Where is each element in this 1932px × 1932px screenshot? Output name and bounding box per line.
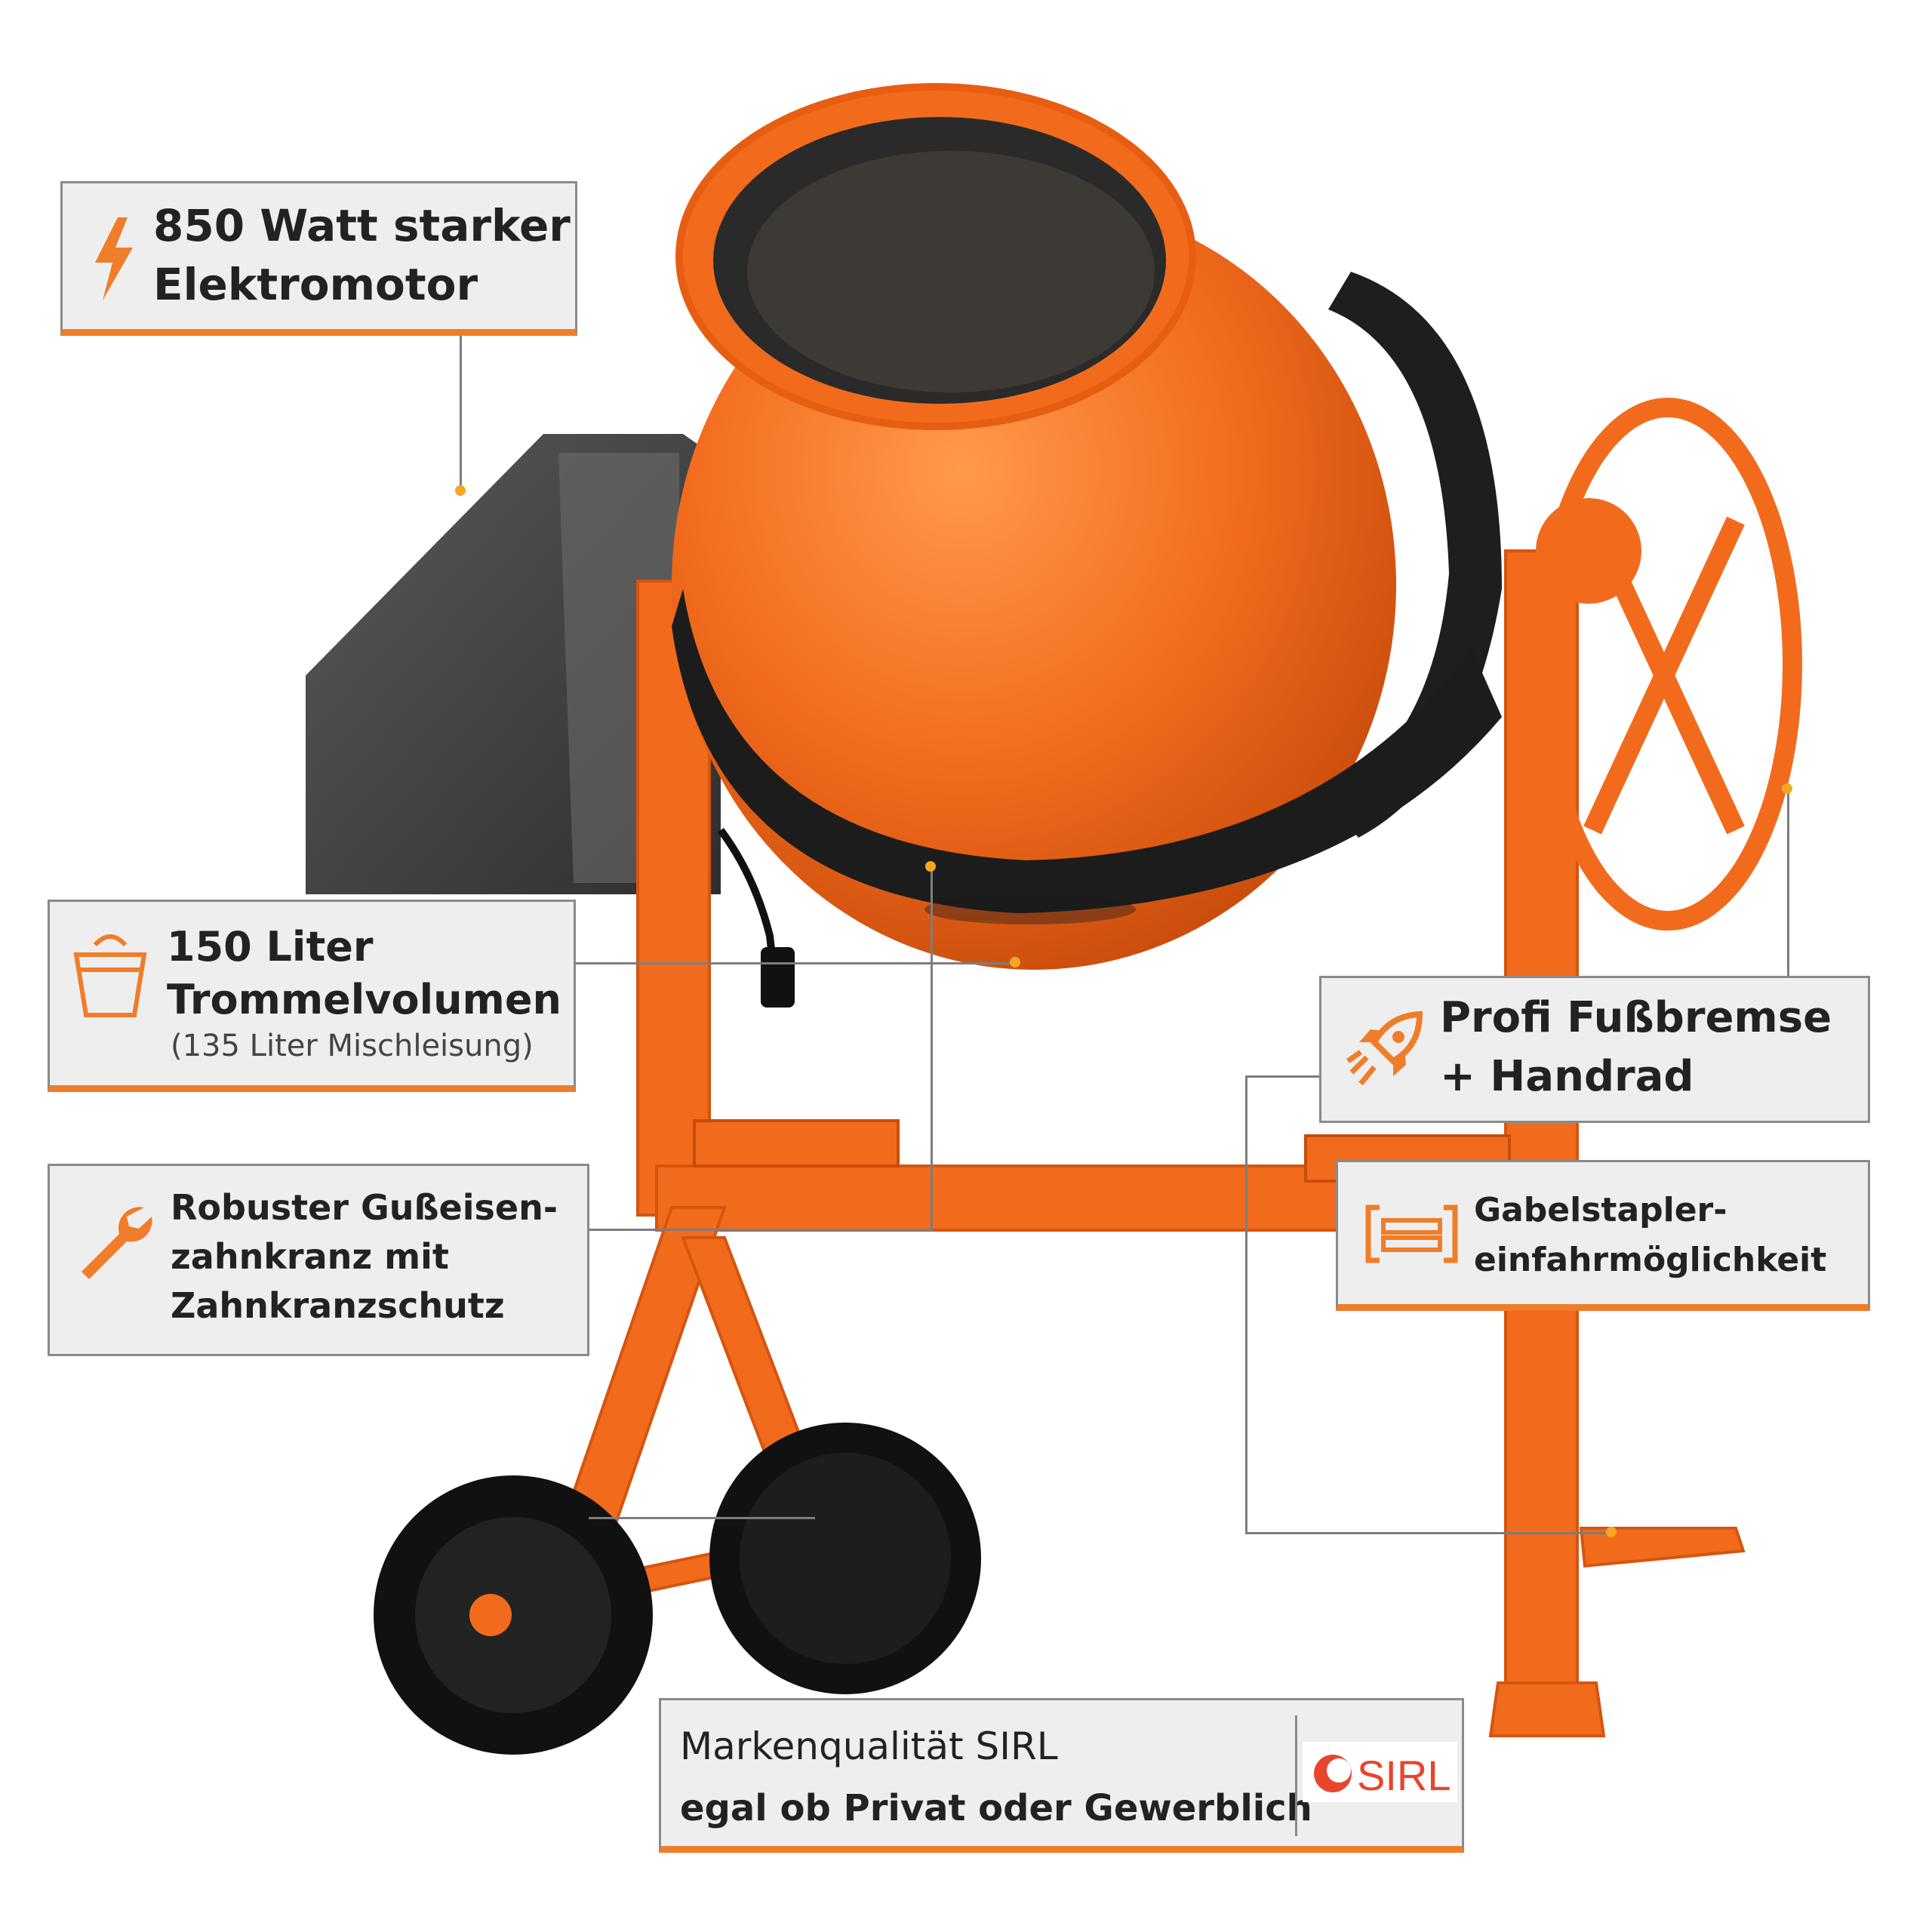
brake-line1: Profi Fußbremse [1440,993,1832,1042]
rocket-icon [1346,1011,1423,1086]
leader-brake-dot [1606,1527,1617,1537]
wheels [374,1423,981,1755]
leader-wheel [589,1517,815,1519]
wheel-hub [1536,498,1641,604]
drum-line3: (135 Liter Mischleisung) [171,1029,534,1063]
callout-gear: Robuster Gußeisen- zahnkranz mit Zahnkra… [48,1164,589,1356]
bucket-icon [73,934,147,1017]
motor-line2: Elektromotor [153,259,478,310]
callout-drum: 150 Liter Trommelvolumen (135 Liter Misc… [48,900,576,1092]
leader-drum-dot [1010,957,1020,968]
forklift-line1: Gabelstapler- [1474,1191,1727,1229]
leader-motor [460,336,462,491]
leader-brake-h [1245,1075,1321,1078]
forklift-line2: einfahrmöglichkeit [1474,1241,1827,1279]
wrench-icon [82,1207,152,1279]
leader-wheel-right-dot [1782,783,1792,794]
sirl-logo-text: SIRL [1357,1752,1451,1799]
plug [761,947,795,1008]
leader-gear-dot [925,861,936,872]
brand-line1: Markenqualität SIRL [680,1724,1058,1768]
gear-line3: Zahnkranzschutz [171,1285,505,1326]
brand-line2: egal ob Privat oder Gewerblich [680,1787,1312,1829]
forklift-pocket-icon [1365,1204,1458,1263]
gear-line1: Robuster Gußeisen- [171,1187,558,1228]
drum-line2: Trommelvolumen [167,976,561,1023]
mixer-drum [672,83,1502,970]
power-cord [717,828,781,1004]
drum-line1: 150 Liter [167,923,374,971]
sirl-logo: SIRL [1303,1742,1457,1802]
leader-wheel-right [1787,789,1789,981]
leader-brake-v [1245,1075,1247,1534]
lightning-bolt-icon [95,217,133,300]
leader-drum [574,962,1015,964]
leader-gear-v [931,866,933,1231]
brake-line2: + Handrad [1440,1052,1694,1101]
sirl-logo-icon [1314,1755,1352,1792]
gear-line2: zahnkranz mit [171,1236,449,1277]
leader-motor-dot [455,485,466,496]
leader-brake-bottom [1245,1532,1615,1534]
leader-gear-h [589,1229,932,1231]
callout-motor: 850 Watt starker Elektromotor [60,181,577,336]
callout-forklift: Gabelstapler- einfahrmöglichkeit [1336,1160,1870,1311]
callout-brand: Markenqualität SIRL egal ob Privat oder … [659,1698,1464,1853]
motor-line1: 850 Watt starker [153,200,571,251]
hand-wheel [1534,398,1802,931]
callout-brake: Profi Fußbremse + Handrad [1319,976,1870,1123]
brand-divider [1295,1715,1297,1836]
